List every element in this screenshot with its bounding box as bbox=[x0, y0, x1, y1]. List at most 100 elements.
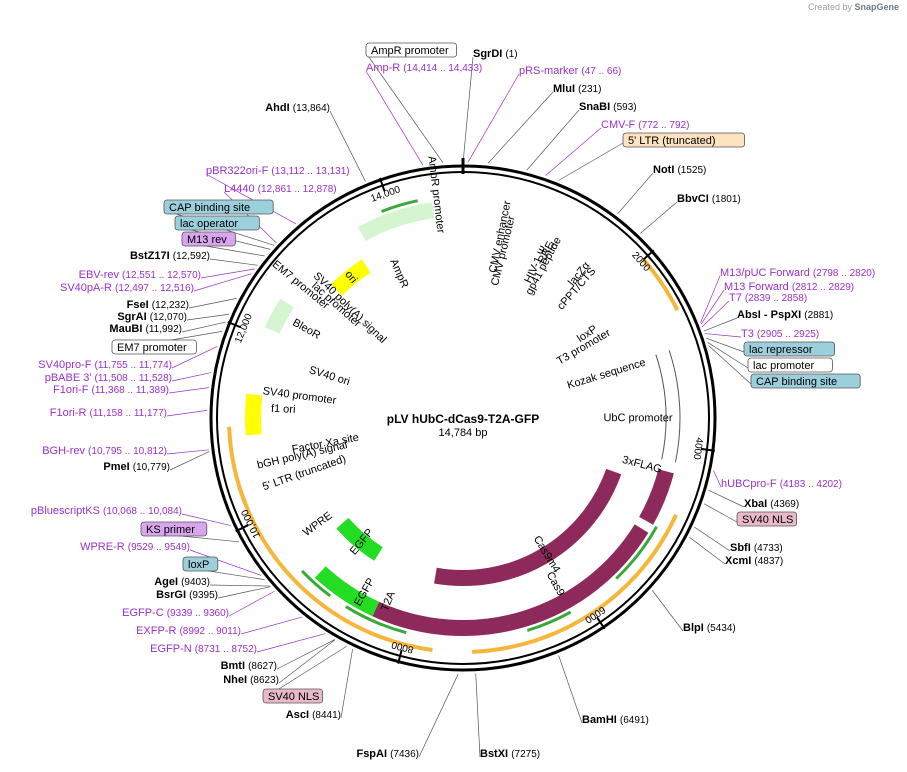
site-fsei[interactable]: FseI (12,232) bbox=[127, 299, 189, 311]
feature-label: Cas9 bbox=[544, 570, 567, 598]
svg-text:SV40 NLS: SV40 NLS bbox=[268, 691, 319, 703]
leader-line bbox=[329, 110, 366, 182]
feature-arc-cas9[interactable] bbox=[372, 524, 649, 636]
site-wpre-r[interactable]: WPRE-R (9529 .. 9549) bbox=[80, 541, 190, 553]
site-cap-binding-site[interactable]: CAP binding site bbox=[750, 373, 861, 389]
site-ebv-rev[interactable]: EBV-rev (12,551 .. 12,570) bbox=[79, 269, 201, 281]
site-lac-promoter[interactable]: lac promoter bbox=[747, 357, 833, 373]
svg-text:SV40pro-F (11,755 .. 11,774): SV40pro-F (11,755 .. 11,774) bbox=[38, 359, 172, 371]
site-agei[interactable]: AgeI (9403) bbox=[154, 576, 210, 588]
site-pmei[interactable]: PmeI (10,779) bbox=[103, 461, 170, 473]
site-noti[interactable]: NotI (1525) bbox=[653, 164, 706, 176]
svg-text:5' LTR (truncated): 5' LTR (truncated) bbox=[628, 135, 715, 147]
site-ks-primer[interactable]: KS primer bbox=[140, 521, 208, 537]
site-l4440[interactable]: L4440 (12,861 .. 12,878) bbox=[224, 183, 337, 195]
site-egfp-c[interactable]: EGFP-C (9339 .. 9360) bbox=[122, 607, 229, 619]
site-exfp-r[interactable]: EXFP-R (8992 .. 9011) bbox=[136, 625, 241, 637]
site-bstz17i[interactable]: BstZ17I (12,592) bbox=[130, 250, 210, 262]
svg-text:M13/pUC Forward (2798 .. 2820: M13/pUC Forward (2798 .. 2820) bbox=[720, 267, 875, 279]
site-hubcpro-f[interactable]: hUBCpro-F (4183 .. 4202) bbox=[721, 478, 842, 490]
site-t3[interactable]: T3 (2905 .. 2925) bbox=[741, 328, 819, 340]
site-nhei[interactable]: NheI (8623) bbox=[223, 674, 279, 686]
orf-arc bbox=[526, 610, 572, 632]
site-fspai[interactable]: FspAI (7436) bbox=[356, 748, 419, 760]
leader-line bbox=[171, 346, 218, 369]
site-sv40pa-r[interactable]: SV40pA-R (12,497 .. 12,516) bbox=[60, 282, 194, 294]
feature-arc-ampr[interactable] bbox=[357, 202, 435, 242]
leader-line bbox=[217, 586, 271, 599]
site-em7-promoter[interactable]: EM7 promoter bbox=[111, 339, 197, 355]
site-bgh-rev[interactable]: BGH-rev (10,795 .. 10,812) bbox=[42, 445, 167, 457]
leader-line bbox=[640, 201, 678, 234]
leader-line bbox=[708, 345, 752, 385]
site-bamhi[interactable]: BamHI (6491) bbox=[582, 714, 649, 726]
site-bstxi[interactable]: BstXI (7275) bbox=[480, 748, 540, 760]
site-f1ori-r[interactable]: F1ori-R (11,158 .. 11,177) bbox=[50, 407, 167, 419]
site-cap-binding-site[interactable]: CAP binding site bbox=[163, 199, 274, 215]
site-sv40-nls[interactable]: SV40 NLS bbox=[262, 688, 323, 704]
feature-label: UbC promoter bbox=[603, 412, 672, 424]
site-xbai[interactable]: XbaI (4369) bbox=[744, 498, 799, 510]
svg-text:EGFP-C (9339 .. 9360): EGFP-C (9339 .. 9360) bbox=[122, 607, 229, 619]
site-absi-pspxi[interactable]: AbsI - PspXI (2881) bbox=[737, 309, 833, 321]
tick-label: 4000 bbox=[691, 437, 705, 461]
feature-label: 3xFLAG bbox=[621, 454, 663, 476]
leader-line bbox=[209, 258, 258, 266]
svg-text:pBR322ori-F (13,112 .. 13,131: pBR322ori-F (13,112 .. 13,131) bbox=[206, 165, 350, 177]
site-bsrgi[interactable]: BsrGI (9395) bbox=[156, 589, 218, 601]
feature-label: AmpR bbox=[387, 257, 410, 290]
site-ampr-promoter[interactable]: AmpR promoter bbox=[365, 42, 457, 58]
site-lac-repressor[interactable]: lac repressor bbox=[743, 341, 835, 357]
svg-text:lac repressor: lac repressor bbox=[749, 344, 813, 356]
feature-arc-bleor[interactable] bbox=[264, 298, 294, 334]
site-m13-puc-forward[interactable]: M13/pUC Forward (2798 .. 2820) bbox=[720, 267, 875, 279]
feature-arc-ori[interactable] bbox=[330, 259, 371, 296]
site-bbvci[interactable]: BbvCI (1801) bbox=[677, 193, 741, 205]
site-egfp-n[interactable]: EGFP-N (8731 .. 8752) bbox=[150, 643, 257, 655]
site-snabi[interactable]: SnaBI (593) bbox=[579, 101, 637, 113]
site-pbabe-3-[interactable]: pBABE 3' (11,508 .. 11,528) bbox=[45, 372, 172, 384]
feature-arc-egfp[interactable] bbox=[314, 566, 380, 617]
site-xcmi[interactable]: XcmI (4837) bbox=[725, 555, 783, 567]
site-blpi[interactable]: BlpI (5434) bbox=[683, 622, 736, 634]
site-mlui[interactable]: MluI (231) bbox=[553, 83, 601, 95]
site-prs-marker[interactable]: pRS-marker (47 .. 66) bbox=[519, 65, 621, 77]
leader-line bbox=[205, 173, 297, 225]
leader-line bbox=[545, 127, 602, 176]
site-sv40-nls[interactable]: SV40 NLS bbox=[736, 511, 797, 527]
orf-arc bbox=[300, 569, 332, 598]
leader-line bbox=[708, 489, 745, 508]
site-asci[interactable]: AscI (8441) bbox=[286, 709, 341, 721]
site-5-ltr-truncated-[interactable]: 5' LTR (truncated) bbox=[622, 132, 745, 148]
site-f1ori-f[interactable]: F1ori-F (11,368 .. 11,389) bbox=[53, 384, 169, 396]
svg-text:Amp-R (14,414 .. 14,433): Amp-R (14,414 .. 14,433) bbox=[366, 62, 482, 74]
site-m13-forward[interactable]: M13 Forward (2812 .. 2829) bbox=[724, 281, 854, 293]
site-sbfi[interactable]: SbfI (4733) bbox=[730, 542, 783, 554]
site-pbr322ori-f[interactable]: pBR322ori-F (13,112 .. 13,131) bbox=[206, 165, 350, 177]
site-loxp[interactable]: loxP bbox=[182, 556, 219, 572]
site-pbluescriptks[interactable]: pBluescriptKS (10,068 .. 10,084) bbox=[31, 505, 182, 517]
svg-text:AhdI (13,864): AhdI (13,864) bbox=[265, 102, 330, 114]
svg-text:BstXI (7275): BstXI (7275) bbox=[480, 748, 540, 760]
svg-text:L4440 (12,861 .. 12,878): L4440 (12,861 .. 12,878) bbox=[224, 183, 337, 195]
svg-text:CAP binding site: CAP binding site bbox=[756, 376, 837, 388]
site-m13-rev[interactable]: M13 rev bbox=[181, 231, 236, 247]
orf-arc bbox=[380, 199, 418, 213]
site-amp-r[interactable]: Amp-R (14,414 .. 14,433) bbox=[366, 62, 482, 74]
site-sgrdi[interactable]: SgrDI (1) bbox=[473, 48, 518, 60]
site-sv40pro-f[interactable]: SV40pro-F (11,755 .. 11,774) bbox=[38, 359, 172, 371]
site-sgrai[interactable]: SgrAI (12,070) bbox=[117, 311, 187, 323]
outer-site-labels: SgrDI (1)pRS-marker (47 .. 66) MluI (231)… bbox=[31, 42, 875, 760]
tick-label: 6000 bbox=[582, 604, 607, 626]
site-lac-operator[interactable]: lac operator bbox=[174, 215, 260, 231]
feature-arc-3xflag[interactable] bbox=[639, 469, 674, 525]
site-cmv-f[interactable]: CMV-F (772 .. 792) bbox=[601, 119, 689, 131]
feature-arc-f1-ori[interactable] bbox=[245, 393, 263, 436]
feature-arc-egfp[interactable] bbox=[336, 517, 383, 561]
site-bmti[interactable]: BmtI (8627) bbox=[221, 660, 277, 672]
site-t7[interactable]: T7 (2839 .. 2858) bbox=[729, 292, 807, 304]
site-maubi[interactable]: MauBI (11,992) bbox=[109, 323, 182, 335]
site-ahdi[interactable]: AhdI (13,864) bbox=[265, 102, 330, 114]
feature-arc-cas9m4[interactable] bbox=[434, 468, 622, 586]
svg-text:EM7 promoter: EM7 promoter bbox=[117, 342, 187, 354]
